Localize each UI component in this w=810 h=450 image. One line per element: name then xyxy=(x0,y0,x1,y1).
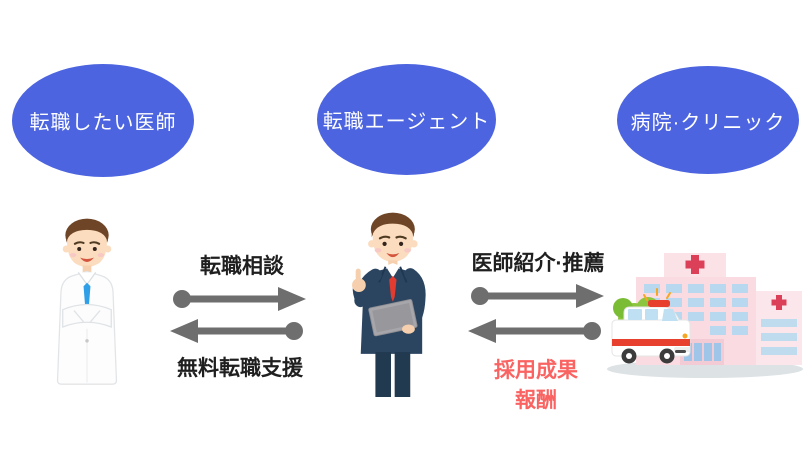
arrow-left-agent-to-doctor xyxy=(170,319,303,343)
flow-label-success-fee: 採用成果 報酬 xyxy=(468,356,604,416)
entity-label-agent: 転職エージェント xyxy=(322,111,491,133)
entity-ellipse-doctor: 転職したい医師 xyxy=(12,64,194,177)
entity-label-doctor: 転職したい医師 xyxy=(29,112,177,134)
flow-label-free-support: 無料転職支援 xyxy=(177,357,303,380)
ambulance xyxy=(611,300,691,364)
flow-label-consultation: 転職相談 xyxy=(200,255,284,278)
entity-ellipse-hospital: 病院·クリニック xyxy=(617,66,799,174)
arrow-right-agent-to-hospital xyxy=(471,284,604,308)
hospital-illustration xyxy=(607,253,803,378)
arrow-right-doctor-to-agent xyxy=(173,287,306,311)
flow-label-success-fee-line1: 採用成果 xyxy=(494,359,578,382)
agent-illustration xyxy=(352,212,426,397)
entity-label-hospital: 病院·クリニック xyxy=(630,111,786,134)
flow-label-referral: 医師紹介·推薦 xyxy=(471,252,605,275)
doctor-illustration xyxy=(56,218,118,385)
flow-label-success-fee-line2: 報酬 xyxy=(515,389,557,412)
arrow-left-hospital-to-agent xyxy=(468,319,601,343)
entity-ellipse-agent: 転職エージェント xyxy=(317,64,496,175)
